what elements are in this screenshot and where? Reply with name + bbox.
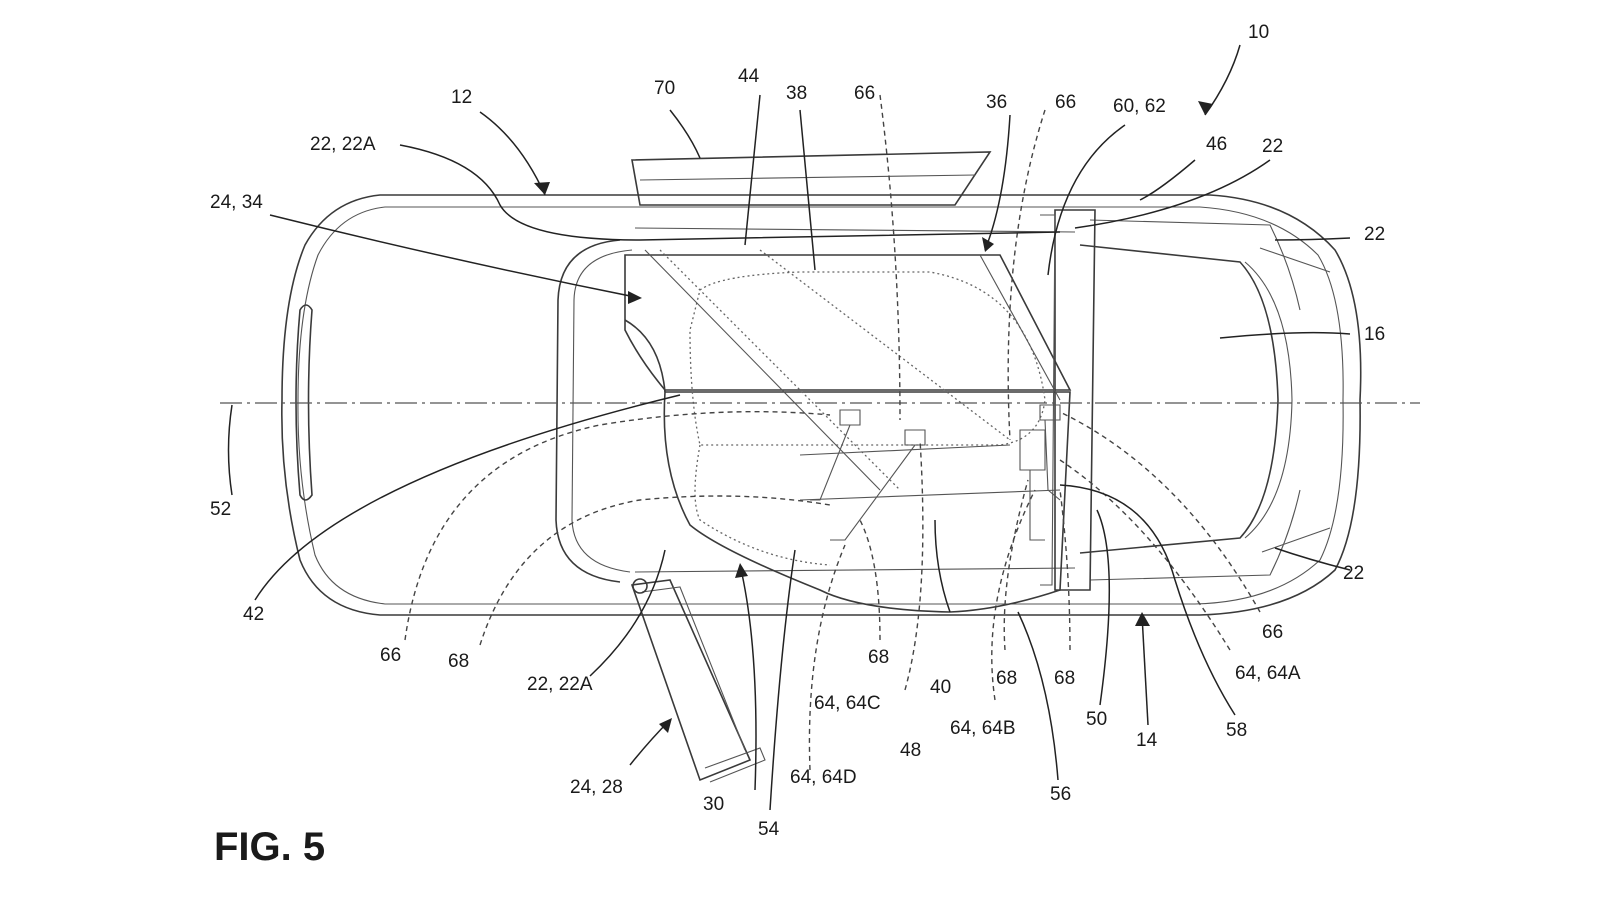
label-24-34: 24, 34 — [210, 192, 263, 213]
label-40: 40 — [930, 677, 951, 698]
label-68: 68 — [448, 651, 469, 672]
label-64-64c: 64, 64C — [814, 693, 881, 714]
rear-door-open — [632, 152, 990, 205]
label-64-64d: 64, 64D — [790, 767, 857, 788]
label-64-64a: 64, 64A — [1235, 663, 1301, 684]
label-24-28: 24, 28 — [570, 777, 623, 798]
label-66: 66 — [854, 83, 875, 104]
label-64-64b: 64, 64B — [950, 718, 1016, 739]
label-66: 66 — [380, 645, 401, 666]
figure-title: FIG. 5 — [214, 825, 325, 869]
label-70: 70 — [654, 78, 675, 99]
label-48: 48 — [900, 740, 921, 761]
label-44: 44 — [738, 66, 760, 87]
label-66: 66 — [1055, 92, 1076, 113]
leader-lines — [229, 45, 1351, 810]
label-22: 22 — [1262, 136, 1283, 157]
vehicle-body — [282, 195, 1361, 615]
label-14: 14 — [1136, 730, 1158, 751]
label-36: 36 — [986, 92, 1007, 113]
label-12: 12 — [451, 87, 472, 108]
reference-labels: 10 12 70 44 38 66 36 66 60, 62 46 22 22,… — [210, 22, 1385, 840]
label-22: 22 — [1364, 224, 1385, 245]
front-door-open — [632, 579, 765, 782]
label-66: 66 — [1262, 622, 1283, 643]
label-68: 68 — [868, 647, 889, 668]
label-38: 38 — [786, 83, 807, 104]
label-68: 68 — [996, 668, 1017, 689]
label-42: 42 — [243, 604, 264, 625]
label-50: 50 — [1086, 709, 1107, 730]
swing-arcs — [405, 95, 1260, 770]
label-60-62: 60, 62 — [1113, 96, 1166, 117]
label-54: 54 — [758, 819, 780, 840]
label-52: 52 — [210, 499, 231, 520]
label-46: 46 — [1206, 134, 1227, 155]
label-22-22a: 22, 22A — [310, 134, 376, 155]
label-68: 68 — [1054, 668, 1075, 689]
label-56: 56 — [1050, 784, 1071, 805]
label-22: 22 — [1343, 563, 1364, 584]
label-30: 30 — [703, 794, 724, 815]
label-58: 58 — [1226, 720, 1247, 741]
label-10: 10 — [1248, 22, 1269, 43]
label-22-22a: 22, 22A — [527, 674, 593, 695]
interior-structures — [625, 210, 1095, 612]
label-16: 16 — [1364, 324, 1385, 345]
